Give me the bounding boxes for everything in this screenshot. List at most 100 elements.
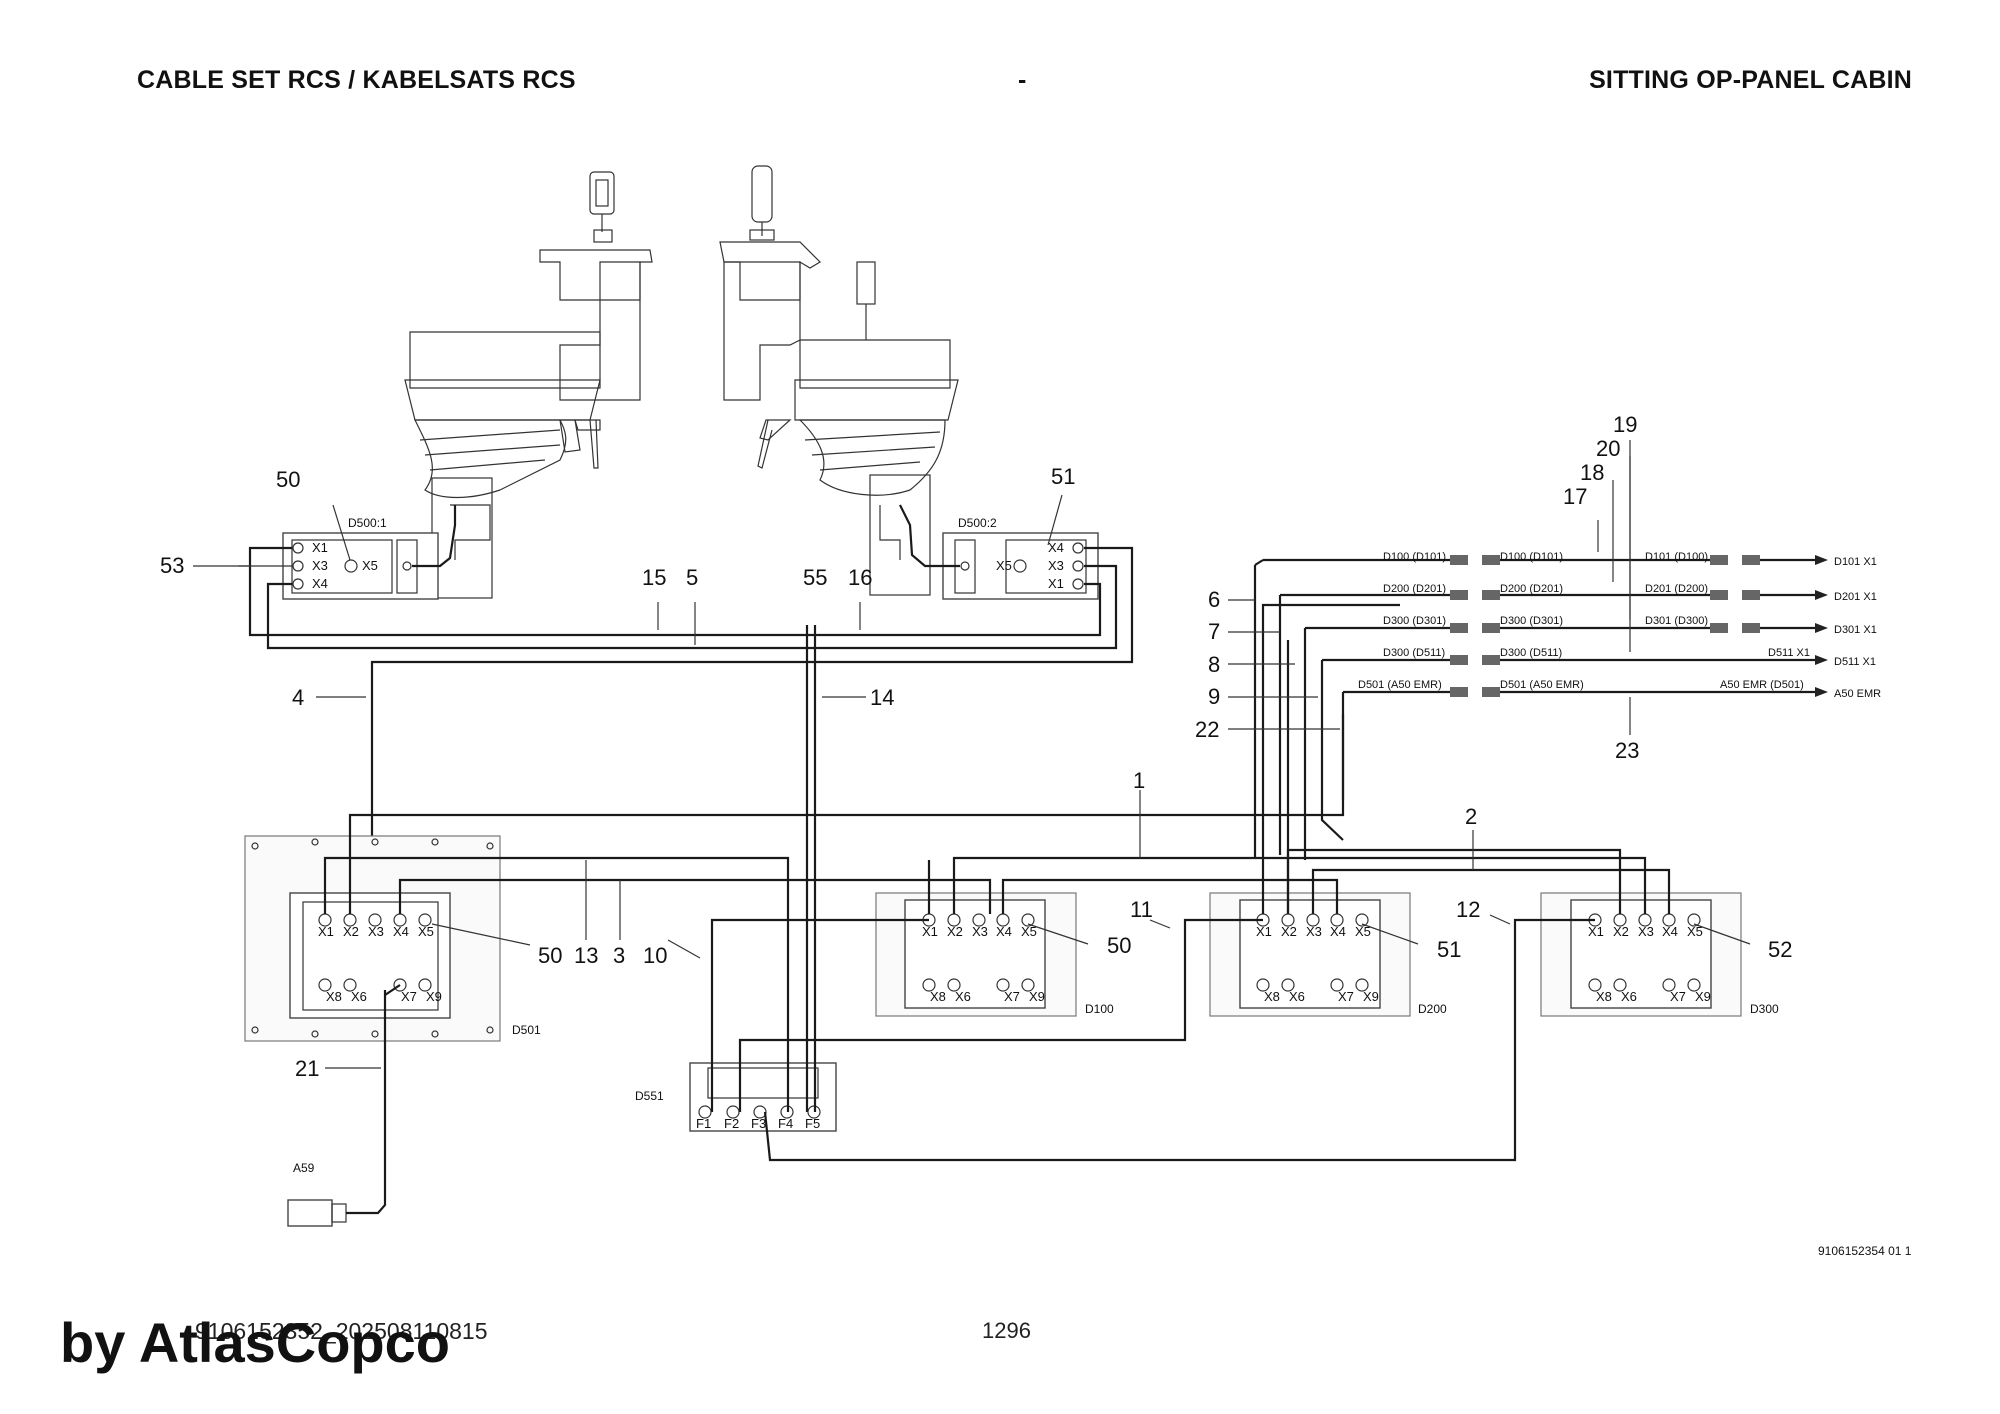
a59-connector: A59 bbox=[287, 990, 387, 1227]
document-number: 9106152352_202508110815 bbox=[195, 1318, 488, 1344]
callout-3: 3 bbox=[613, 943, 625, 968]
d300-x6: X6 bbox=[1621, 989, 1637, 1004]
d551-f1: F1 bbox=[696, 1116, 711, 1131]
cable-row-5-left: D501 (A50 EMR) bbox=[1358, 679, 1442, 691]
d100-x4: X4 bbox=[996, 924, 1012, 939]
cable-row-4-left: D300 (D511) bbox=[1383, 647, 1445, 659]
cable-row-4-mid: D300 (D511) bbox=[1500, 647, 1562, 659]
d500-1-port-x5: X5 bbox=[362, 558, 378, 573]
callout-53: 53 bbox=[160, 553, 184, 578]
d200-module: X1 X2 X3 X4 X5 X8 X6 X7 X9 D200 bbox=[1209, 892, 1447, 1017]
callout-19: 19 bbox=[1613, 412, 1637, 437]
cable-row-1-dest: D101 X1 bbox=[1834, 556, 1877, 568]
callout-17: 17 bbox=[1563, 484, 1587, 509]
header-left-title: CABLE SET RCS / KABELSATS RCS bbox=[137, 66, 576, 94]
d551-f2: F2 bbox=[724, 1116, 739, 1131]
d501-x9: X9 bbox=[426, 989, 442, 1004]
callout-52: 52 bbox=[1768, 937, 1792, 962]
callout-1: 1 bbox=[1133, 768, 1145, 793]
page-number: 1296 bbox=[982, 1318, 1031, 1343]
d200-x7: X7 bbox=[1338, 989, 1354, 1004]
d200-x9: X9 bbox=[1363, 989, 1379, 1004]
d100-x8: X8 bbox=[930, 989, 946, 1004]
cable-row-1-right: D101 (D100) bbox=[1645, 551, 1708, 563]
d100-label: D100 bbox=[1085, 1002, 1114, 1016]
callout-leaders bbox=[193, 440, 1751, 1069]
cable-row-3-left: D300 (D301) bbox=[1383, 615, 1446, 627]
d501-x8: X8 bbox=[326, 989, 342, 1004]
cable-row-3-dest: D301 X1 bbox=[1834, 624, 1877, 636]
drawing-reference: 9106152354 01 1 bbox=[1818, 1244, 1912, 1258]
header-right-title: SITTING OP-PANEL CABIN bbox=[1589, 66, 1912, 94]
d300-module: X1 X2 X3 X4 X5 X8 X6 X7 X9 D300 bbox=[1540, 892, 1779, 1017]
cable-row-5-dest: A50 EMR bbox=[1834, 688, 1881, 700]
d200-x6: X6 bbox=[1289, 989, 1305, 1004]
d300-label: D300 bbox=[1750, 1002, 1779, 1016]
d501-x2: X2 bbox=[343, 924, 359, 939]
brand-watermark: by AtlasCopco bbox=[60, 1311, 450, 1374]
d100-x2: X2 bbox=[947, 924, 963, 939]
d100-x5: X5 bbox=[1021, 924, 1037, 939]
callout-18: 18 bbox=[1580, 460, 1604, 485]
d501-x4: X4 bbox=[393, 924, 409, 939]
d100-module: X1 X2 X3 X4 X5 X8 X6 X7 X9 D100 bbox=[875, 892, 1114, 1017]
header-center-mark: - bbox=[1018, 66, 1027, 94]
callout-50-d501: 50 bbox=[538, 943, 562, 968]
callout-20: 20 bbox=[1596, 436, 1620, 461]
cable-row-5-right: A50 EMR (D501) bbox=[1720, 679, 1804, 691]
d300-x1: X1 bbox=[1588, 924, 1604, 939]
callout-11: 11 bbox=[1130, 897, 1153, 922]
d551-f4: F4 bbox=[778, 1116, 793, 1131]
d200-x3: X3 bbox=[1306, 924, 1322, 939]
d501-label: D501 bbox=[512, 1023, 541, 1037]
d100-x3: X3 bbox=[972, 924, 988, 939]
d300-x7: X7 bbox=[1670, 989, 1686, 1004]
d300-x5: X5 bbox=[1687, 924, 1703, 939]
d551-f5: F5 bbox=[805, 1116, 820, 1131]
d500-2-module: X4 X3 X1 X5 D500:2 bbox=[942, 516, 1099, 600]
callout-5: 5 bbox=[686, 565, 698, 590]
callout-13: 13 bbox=[574, 943, 598, 968]
cable-row-4-right: D511 X1 bbox=[1768, 647, 1810, 659]
callout-2: 2 bbox=[1465, 804, 1477, 829]
cable-row-3-mid: D300 (D301) bbox=[1500, 615, 1563, 627]
d500-2-port-x5: X5 bbox=[996, 558, 1012, 573]
d501-x7: X7 bbox=[401, 989, 417, 1004]
callout-23: 23 bbox=[1615, 738, 1639, 763]
callout-50-d100: 50 bbox=[1107, 933, 1131, 958]
right-joystick-armrest bbox=[719, 165, 959, 596]
callout-14: 14 bbox=[870, 685, 894, 710]
callout-6: 6 bbox=[1208, 587, 1220, 612]
callout-22: 22 bbox=[1195, 717, 1219, 742]
d100-x9: X9 bbox=[1029, 989, 1045, 1004]
d500-2-label: D500:2 bbox=[958, 516, 997, 530]
callout-21: 21 bbox=[295, 1056, 319, 1081]
d300-x9: X9 bbox=[1695, 989, 1711, 1004]
callout-7: 7 bbox=[1208, 619, 1220, 644]
d300-x4: X4 bbox=[1662, 924, 1678, 939]
callout-51-top-right: 51 bbox=[1051, 464, 1075, 489]
d500-2-port-x4: X4 bbox=[1048, 540, 1064, 555]
d300-x2: X2 bbox=[1613, 924, 1629, 939]
callout-55: 55 bbox=[803, 565, 827, 590]
d501-x1: X1 bbox=[318, 924, 334, 939]
d500-1-port-x3: X3 bbox=[312, 558, 328, 573]
d501-x3: X3 bbox=[368, 924, 384, 939]
d200-label: D200 bbox=[1418, 1002, 1447, 1016]
d551-f3: F3 bbox=[751, 1116, 766, 1131]
d300-x8: X8 bbox=[1596, 989, 1612, 1004]
left-joystick-armrest bbox=[404, 171, 653, 599]
d200-x2: X2 bbox=[1281, 924, 1297, 939]
cable-row-1-left: D100 (D101) bbox=[1383, 551, 1446, 563]
callout-51-d200: 51 bbox=[1437, 937, 1461, 962]
callout-9: 9 bbox=[1208, 684, 1220, 709]
callout-8: 8 bbox=[1208, 652, 1220, 677]
callout-50-top-left: 50 bbox=[276, 467, 300, 492]
cable-row-2-mid: D200 (D201) bbox=[1500, 583, 1563, 595]
d500-2-port-x1: X1 bbox=[1048, 576, 1064, 591]
callout-4: 4 bbox=[292, 685, 304, 710]
d200-x1: X1 bbox=[1256, 924, 1272, 939]
cable-row-2-dest: D201 X1 bbox=[1834, 591, 1877, 603]
d501-x5: X5 bbox=[418, 924, 434, 939]
